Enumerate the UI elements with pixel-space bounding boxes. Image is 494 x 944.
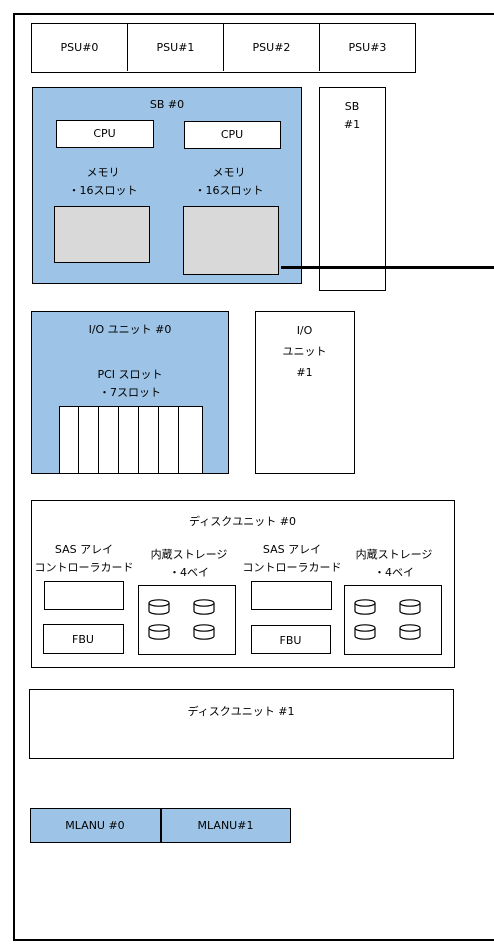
pci-label-2: ・7スロット [99,386,161,399]
disk0-title: ディスクユニット #0 [189,515,296,528]
fbu-right: FBU [251,625,331,654]
io-unit-1: I/O ユニット #1 [255,311,355,474]
cpu-left-label: CPU [93,127,116,140]
mem-right-label-2: ・16スロット [194,184,264,197]
mlan0-label: MLANU #0 [65,819,125,832]
sas-right-label-1: SAS アレイ [262,543,322,556]
sas-controller-right [251,581,332,610]
sas-controller-left [44,581,124,610]
pci-label-1: PCI スロット [97,368,163,381]
pci-slot-divider [178,407,179,473]
storage-right-label-2: ・4ベイ [374,566,414,579]
memory-slots-right [183,206,279,275]
pci-slots [59,406,203,474]
storage-right-label-1: 内蔵ストレージ [355,548,433,561]
disk-icon [193,599,215,615]
io0-title: I/O ユニット #0 [88,323,172,336]
disk-icon [148,624,170,640]
storage-left-label-2: ・4ベイ [169,566,209,579]
io1-label-3: #1 [296,366,313,379]
psu-3: PSU#3 [348,41,387,54]
sas-left-label-2: コントローラカード [34,561,134,574]
mlan-unit-1: MLANU#1 [161,808,291,843]
disk-unit-0: ディスクユニット #0 SAS アレイ コントローラカード FBU 内蔵ストレー… [31,500,455,668]
sas-right-label-2: コントローラカード [242,561,342,574]
psu-row: PSU#0 PSU#1 PSU#2 PSU#3 [31,23,416,73]
psu-2: PSU#2 [224,24,320,71]
disk1-title: ディスクユニット #1 [187,705,295,718]
mem-right-label-1: メモリ [212,166,246,179]
mlan1-label: MLANU#1 [197,819,254,832]
pci-slot-divider [78,407,79,473]
disk-icon [148,599,170,615]
sas-left-label-1: SAS アレイ [54,543,114,556]
pci-slot-divider [98,407,99,473]
fbu-right-label: FBU [279,634,302,647]
disk-icon [193,624,215,640]
sb0-title: SB #0 [149,98,185,111]
system-board-1: SB #1 [319,87,386,291]
disk-icon [354,624,376,640]
pci-slot-divider [118,407,119,473]
disk-icon [399,599,421,615]
cpu-right-label: CPU [220,128,244,141]
disk-icon [399,624,421,640]
sb1-label-1: SB [344,100,360,113]
storage-bays-left [138,585,236,655]
cpu-left: CPU [56,120,154,148]
sb1-label-2: #1 [343,118,361,131]
io1-label-1: I/O [296,324,313,337]
mem-left-label-1: メモリ [86,166,120,179]
fbu-left-label: FBU [72,633,94,646]
io1-label-2: ユニット [282,345,327,358]
disk-icon [354,599,376,615]
storage-left-label-1: 内蔵ストレージ [150,548,228,561]
psu-1: PSU#1 [128,24,224,71]
memory-slots-left [54,206,150,263]
disk-unit-1: ディスクユニット #1 [29,689,454,759]
connector-line [281,266,494,269]
system-board-0: SB #0 CPU CPU メモリ ・16スロット メモリ ・16スロット [32,87,302,284]
io-unit-0: I/O ユニット #0 PCI スロット ・7スロット [31,311,229,474]
pci-slot-divider [158,407,159,473]
cpu-right: CPU [184,121,281,149]
fbu-left: FBU [43,624,124,654]
storage-bays-right [344,585,442,655]
mem-left-label-2: ・16スロット [68,184,138,197]
psu-0: PSU#0 [32,24,128,71]
chassis-frame [13,13,494,941]
pci-slot-divider [138,407,139,473]
mlan-unit-0: MLANU #0 [30,808,161,843]
